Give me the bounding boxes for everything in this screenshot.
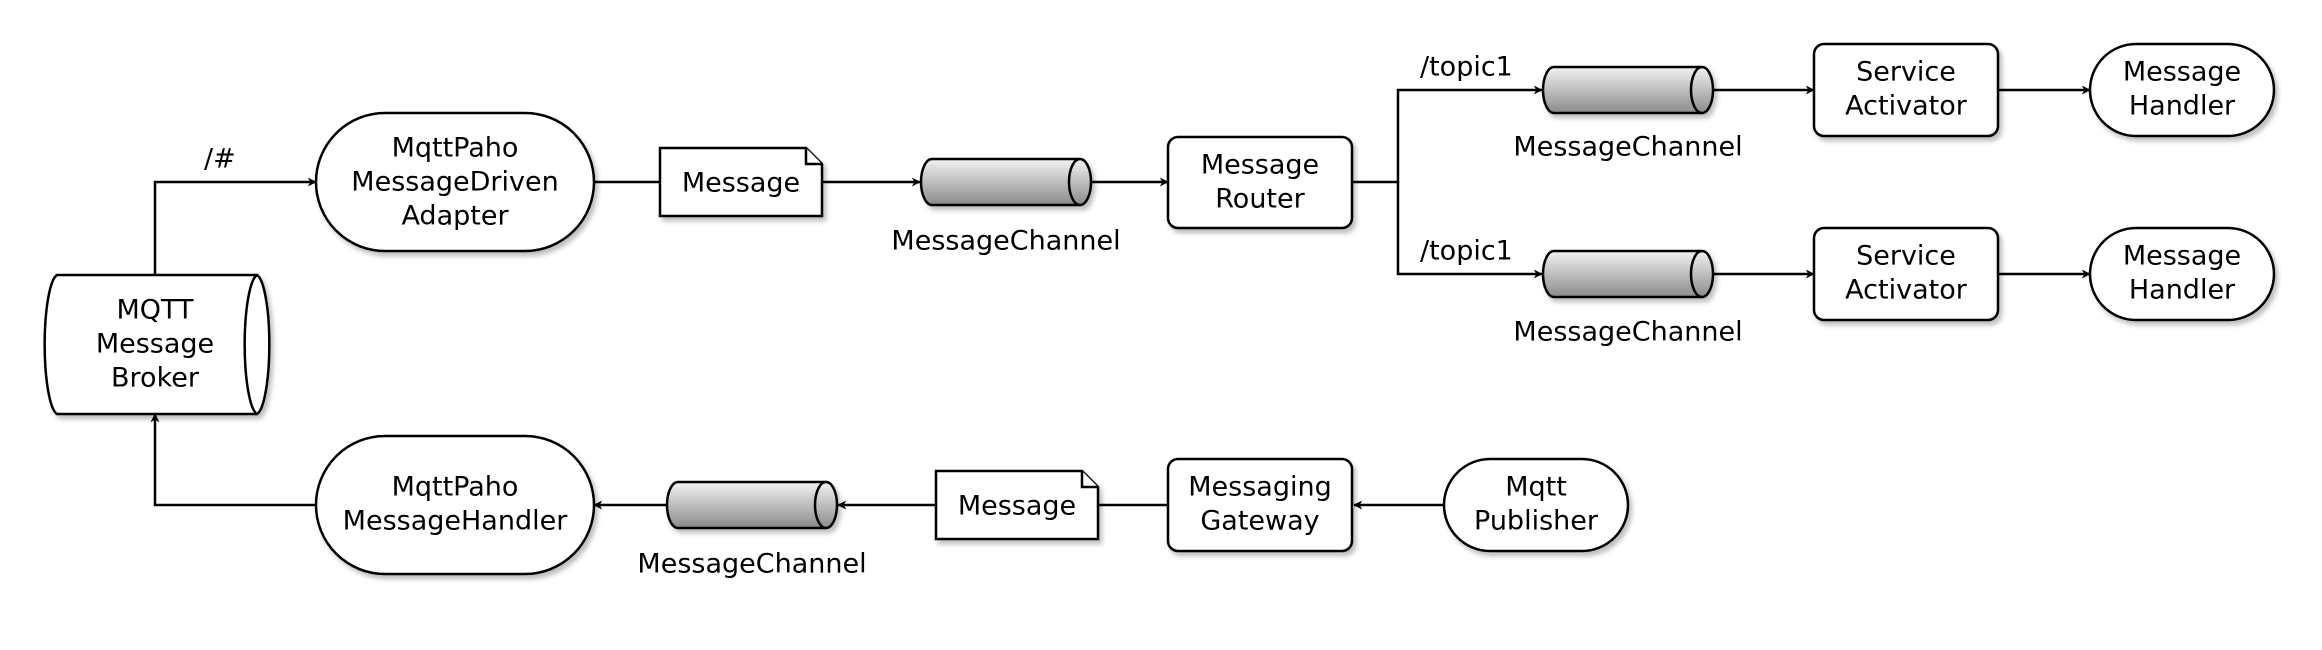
message-channel-outbound [665,480,839,530]
svg-text:Activator: Activator [1845,91,1968,122]
svg-text:Service: Service [1856,241,1956,272]
message-handler-1 [2088,42,2276,138]
message-note-outbound-label: Message [958,491,1076,522]
svg-text:Handler: Handler [2129,91,2236,122]
svg-text:Gateway: Gateway [1200,506,1319,537]
edges [150,85,2091,510]
mqtt-publisher [1442,457,1630,553]
message-channel-branch-1-label: MessageChannel [1513,132,1742,163]
message-channel-branch-2 [1541,249,1715,299]
service-activator-2-label: Service Activator [1845,241,1968,306]
mqtt-publisher-label: Mqtt Publisher [1474,472,1599,537]
svg-text:Mqtt: Mqtt [1505,472,1567,503]
edge-router-to-topic-1 [1352,85,1543,184]
svg-text:Messaging: Messaging [1188,472,1331,503]
service-activator-2 [1812,226,2000,322]
svg-text:Publisher: Publisher [1474,506,1599,537]
edge-router-to-topic-2 [1396,182,1543,279]
svg-text:MqttPaho: MqttPaho [392,133,519,164]
service-activator-1 [1812,42,2000,138]
svg-text:Adapter: Adapter [401,201,509,232]
edge-label-wildcard: /# [204,144,236,175]
message-handler-2 [2088,226,2276,322]
service-activator-1-label: Service Activator [1845,57,1968,122]
message-note-outbound [934,469,1100,541]
mqtt-paho-message-handler [314,434,596,576]
svg-text:Broker: Broker [111,363,200,394]
edge-label-topic-1: /topic1 [1420,52,1513,83]
message-router-label: Message Router [1201,150,1319,215]
svg-text:Message: Message [1201,150,1319,181]
message-note-inbound [658,146,824,218]
svg-text:Router: Router [1215,184,1305,215]
svg-text:Message: Message [2123,241,2241,272]
adapter-label: MqttPaho MessageDriven Adapter [351,133,558,232]
message-channel-inbound-label: MessageChannel [891,226,1120,257]
svg-text:Message: Message [96,329,214,360]
message-channel-inbound [919,157,1093,207]
svg-text:Activator: Activator [1845,275,1968,306]
broker-label: MQTT Message Broker [96,295,214,394]
svg-text:Service: Service [1856,57,1956,88]
broker-end-cap [243,273,258,416]
svg-text:MQTT: MQTT [116,295,194,326]
svg-text:MessageHandler: MessageHandler [343,506,569,537]
edge-label-topic-2: /topic1 [1420,236,1513,267]
svg-text:MessageDriven: MessageDriven [351,167,558,198]
message-router [1166,135,1354,230]
message-handler-1-label: Message Handler [2123,57,2241,122]
message-handler-2-label: Message Handler [2123,241,2241,306]
message-channel-outbound-label: MessageChannel [637,549,866,580]
message-channel-branch-1 [1541,65,1715,115]
edge-paho-handler-to-broker [150,413,316,507]
mqtt-paho-message-handler-label: MqttPaho MessageHandler [343,472,569,537]
edge-broker-to-adapter [153,177,317,275]
message-note-inbound-label: Message [682,168,800,199]
messaging-gateway-label: Messaging Gateway [1188,472,1331,537]
svg-text:Handler: Handler [2129,275,2236,306]
mqtt-paho-message-driven-adapter [314,111,596,253]
message-channel-branch-2-label: MessageChannel [1513,317,1742,348]
mqtt-message-broker [43,273,271,416]
messaging-gateway [1166,457,1354,553]
svg-text:MqttPaho: MqttPaho [392,472,519,503]
svg-text:Message: Message [2123,57,2241,88]
